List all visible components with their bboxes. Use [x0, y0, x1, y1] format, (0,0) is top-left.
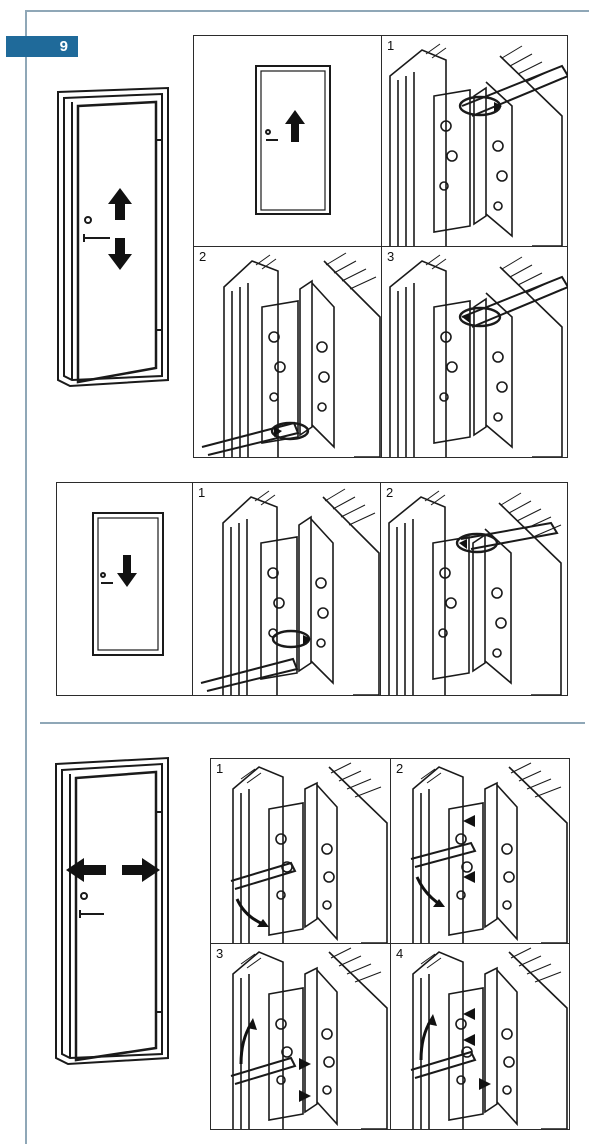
height-adjust-panel: 1 2 — [193, 35, 568, 458]
lateral-adjust-panel: 1 2 — [210, 758, 570, 1130]
step-label: 2 — [396, 761, 403, 776]
door-down-cell — [57, 483, 192, 695]
hinge-step-cell: 1 — [382, 36, 568, 246]
section-divider — [40, 722, 585, 724]
hinge-step-cell: 2 — [391, 759, 569, 943]
down-arrow-icon — [117, 555, 137, 587]
door-height-adjust-illustration — [50, 80, 180, 390]
down-arrow-icon — [108, 238, 132, 270]
up-arrow-icon — [108, 188, 132, 220]
step-label: 1 — [198, 485, 205, 500]
up-arrow-icon — [285, 110, 305, 142]
step-label: 2 — [386, 485, 393, 500]
page-top-rule — [25, 10, 589, 12]
step-number-badge: 9 — [6, 36, 78, 57]
hinge-step-cell: 2 — [194, 247, 381, 457]
step-label: 2 — [199, 249, 206, 264]
step-label: 3 — [216, 946, 223, 961]
hinge-step-cell: 4 — [391, 944, 569, 1129]
hinge-step-cell: 3 — [382, 247, 568, 457]
step-label: 1 — [387, 38, 394, 53]
hinge-step-cell: 1 — [193, 483, 380, 695]
step-label: 4 — [396, 946, 403, 961]
step-label: 3 — [387, 249, 394, 264]
step-number: 9 — [60, 38, 68, 55]
hinge-step-cell: 1 — [211, 759, 390, 943]
door-lateral-adjust-illustration — [48, 752, 178, 1072]
hinge-step-cell: 3 — [211, 944, 390, 1129]
left-arrow-icon — [66, 858, 106, 882]
door-up-cell — [194, 36, 381, 246]
hinge-step-cell: 2 — [381, 483, 567, 695]
step-label: 1 — [216, 761, 223, 776]
lowering-panel: 1 2 — [56, 482, 568, 696]
page-left-rule — [25, 10, 27, 1144]
right-arrow-icon — [122, 858, 160, 882]
